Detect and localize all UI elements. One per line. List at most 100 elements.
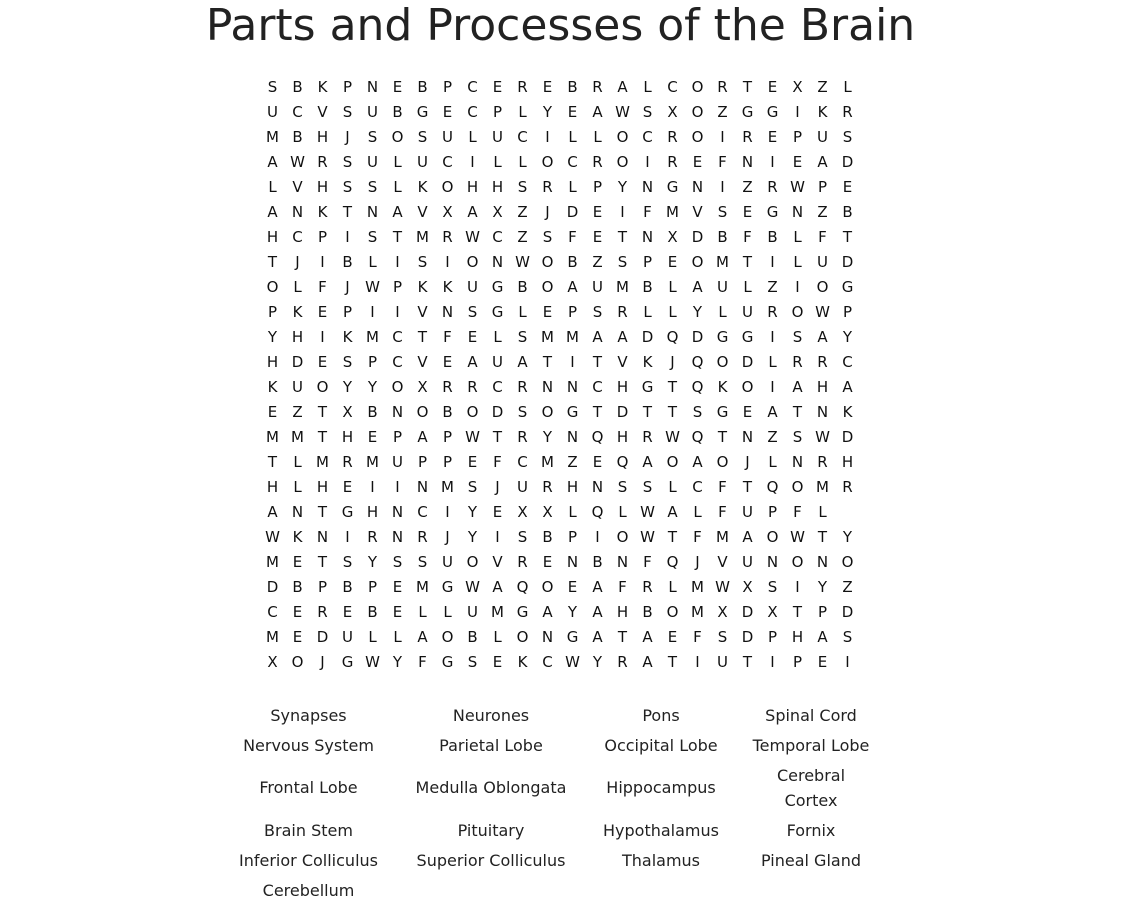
grid-cell[interactable]: J: [345, 128, 350, 146]
grid-cell[interactable]: S: [692, 403, 703, 421]
grid-cell[interactable]: M: [366, 328, 379, 346]
grid-cell[interactable]: H: [616, 603, 629, 621]
grid-cell[interactable]: O: [691, 78, 704, 96]
grid-cell[interactable]: T: [267, 453, 278, 471]
grid-cell[interactable]: L: [818, 503, 827, 521]
grid-cell[interactable]: P: [342, 303, 353, 321]
grid-cell[interactable]: B: [717, 228, 728, 246]
grid-cell[interactable]: P: [317, 578, 328, 596]
grid-cell[interactable]: S: [267, 78, 278, 96]
grid-cell[interactable]: I: [470, 153, 475, 171]
grid-cell[interactable]: T: [667, 653, 678, 671]
grid-cell[interactable]: D: [491, 403, 504, 421]
grid-cell[interactable]: T: [592, 353, 603, 371]
grid-cell[interactable]: U: [292, 378, 303, 396]
grid-cell[interactable]: I: [370, 478, 375, 496]
grid-cell[interactable]: I: [345, 528, 350, 546]
grid-cell[interactable]: H: [316, 478, 329, 496]
grid-cell[interactable]: F: [718, 478, 727, 496]
grid-cell[interactable]: X: [717, 603, 728, 621]
grid-cell[interactable]: U: [417, 153, 428, 171]
grid-cell[interactable]: L: [518, 103, 527, 121]
grid-cell[interactable]: S: [792, 428, 803, 446]
grid-cell[interactable]: V: [292, 178, 303, 196]
grid-cell[interactable]: R: [817, 353, 828, 371]
grid-cell[interactable]: N: [316, 528, 329, 546]
grid-cell[interactable]: S: [467, 303, 478, 321]
grid-cell[interactable]: I: [395, 478, 400, 496]
grid-cell[interactable]: E: [817, 653, 828, 671]
grid-cell[interactable]: A: [842, 378, 853, 396]
grid-cell[interactable]: E: [342, 478, 353, 496]
grid-cell[interactable]: M: [416, 578, 429, 596]
grid-cell[interactable]: U: [467, 603, 478, 621]
grid-cell[interactable]: X: [492, 203, 503, 221]
grid-cell[interactable]: N: [541, 628, 554, 646]
grid-cell[interactable]: W: [515, 253, 530, 271]
grid-cell[interactable]: I: [320, 253, 325, 271]
grid-cell[interactable]: O: [441, 178, 454, 196]
grid-cell[interactable]: T: [592, 403, 603, 421]
grid-cell[interactable]: I: [445, 253, 450, 271]
grid-cell[interactable]: F: [718, 503, 727, 521]
grid-cell[interactable]: E: [592, 203, 603, 221]
grid-cell[interactable]: P: [492, 103, 503, 121]
grid-cell[interactable]: D: [841, 253, 854, 271]
grid-cell[interactable]: G: [766, 103, 779, 121]
grid-cell[interactable]: F: [318, 278, 327, 296]
grid-cell[interactable]: E: [542, 553, 553, 571]
grid-cell[interactable]: N: [791, 203, 804, 221]
grid-cell[interactable]: S: [517, 178, 528, 196]
grid-cell[interactable]: T: [492, 428, 503, 446]
grid-cell[interactable]: G: [716, 328, 729, 346]
grid-cell[interactable]: J: [545, 203, 550, 221]
grid-cell[interactable]: W: [640, 503, 655, 521]
grid-cell[interactable]: B: [342, 578, 353, 596]
grid-cell[interactable]: D: [741, 353, 754, 371]
grid-cell[interactable]: W: [790, 178, 805, 196]
grid-cell[interactable]: D: [841, 428, 854, 446]
grid-cell[interactable]: V: [717, 553, 728, 571]
grid-cell[interactable]: O: [541, 578, 554, 596]
grid-cell[interactable]: G: [641, 378, 654, 396]
grid-cell[interactable]: K: [817, 103, 828, 121]
grid-cell[interactable]: R: [442, 228, 453, 246]
grid-cell[interactable]: C: [267, 603, 278, 621]
grid-cell[interactable]: S: [767, 578, 778, 596]
grid-cell[interactable]: T: [842, 228, 853, 246]
grid-cell[interactable]: K: [717, 378, 728, 396]
grid-cell[interactable]: L: [293, 453, 302, 471]
grid-cell[interactable]: G: [341, 653, 354, 671]
grid-cell[interactable]: C: [517, 128, 528, 146]
grid-cell[interactable]: K: [342, 328, 353, 346]
grid-cell[interactable]: U: [817, 128, 828, 146]
grid-cell[interactable]: K: [642, 353, 653, 371]
grid-cell[interactable]: H: [566, 478, 579, 496]
grid-cell[interactable]: A: [267, 153, 278, 171]
grid-cell[interactable]: W: [665, 428, 680, 446]
grid-cell[interactable]: R: [417, 528, 428, 546]
grid-cell[interactable]: B: [417, 78, 428, 96]
grid-cell[interactable]: D: [691, 328, 704, 346]
grid-cell[interactable]: S: [842, 128, 853, 146]
grid-cell[interactable]: L: [643, 303, 652, 321]
grid-cell[interactable]: V: [417, 353, 428, 371]
grid-cell[interactable]: L: [518, 303, 527, 321]
grid-cell[interactable]: L: [418, 603, 427, 621]
grid-cell[interactable]: Y: [842, 528, 853, 546]
grid-cell[interactable]: E: [767, 78, 778, 96]
grid-cell[interactable]: B: [767, 228, 778, 246]
grid-cell[interactable]: U: [492, 128, 503, 146]
grid-cell[interactable]: O: [466, 253, 479, 271]
grid-cell[interactable]: E: [742, 203, 753, 221]
grid-cell[interactable]: O: [541, 253, 554, 271]
grid-cell[interactable]: S: [617, 253, 628, 271]
grid-cell[interactable]: L: [493, 328, 502, 346]
grid-cell[interactable]: M: [616, 278, 629, 296]
grid-cell[interactable]: T: [717, 428, 728, 446]
grid-cell[interactable]: K: [842, 403, 853, 421]
grid-cell[interactable]: L: [693, 503, 702, 521]
grid-cell[interactable]: E: [367, 428, 378, 446]
grid-cell[interactable]: N: [366, 78, 379, 96]
grid-cell[interactable]: S: [517, 328, 528, 346]
